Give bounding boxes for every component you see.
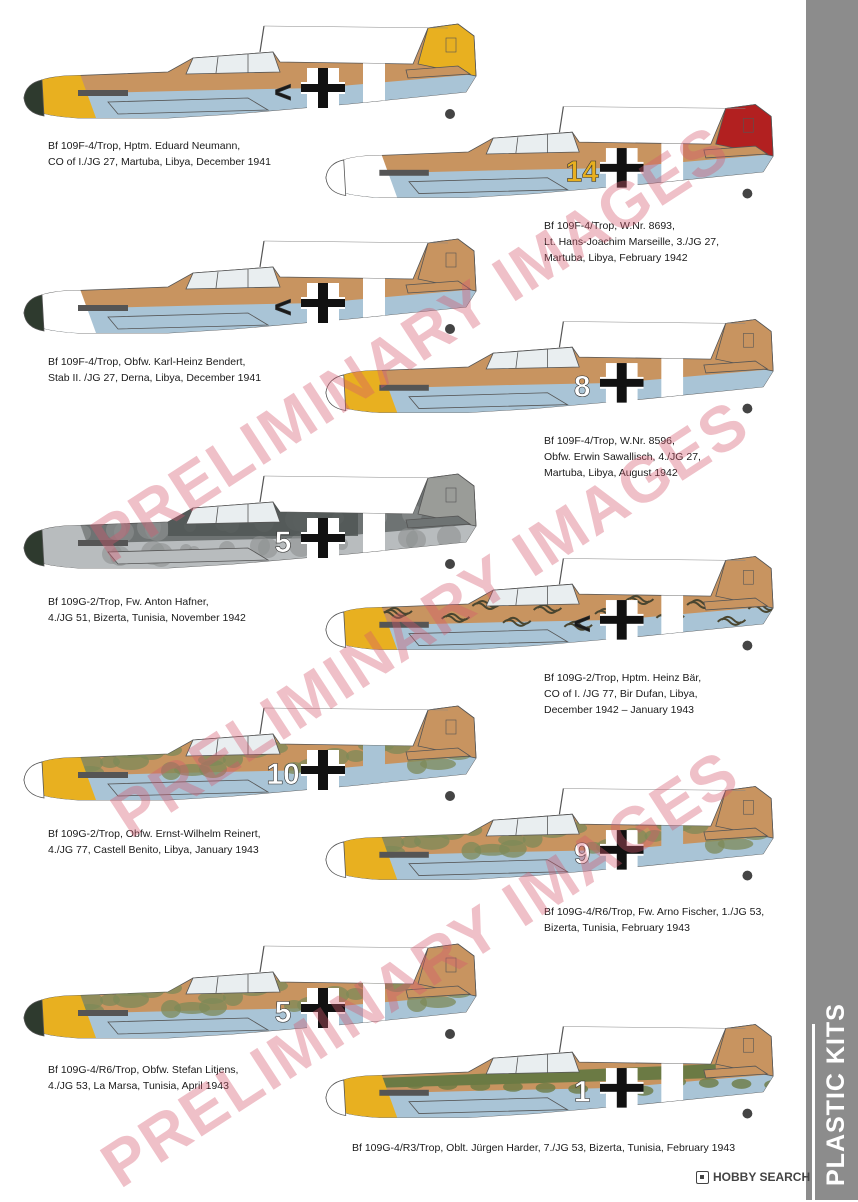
svg-text:<: < <box>574 608 591 641</box>
caption-harder: Bf 109G-4/R3/Trop, Oblt. Jürgen Harder, … <box>352 1140 735 1156</box>
aircraft-profile-bendert: < <box>18 233 488 343</box>
caption-line: Obfw. Erwin Sawallisch, 4./JG 27, <box>544 451 701 463</box>
caption-hafner: Bf 109G-2/Trop, Fw. Anton Hafner, 4./JG … <box>48 594 246 626</box>
svg-text:14: 14 <box>566 156 600 189</box>
caption-litjens: Bf 109G-4/R6/Trop, Obfw. Stefan Litjens,… <box>48 1062 238 1094</box>
caption-line: CO of I. /JG 77, Bir Dufan, Libya, <box>544 688 698 700</box>
footer-credit: HOBBY SEARCH <box>696 1170 810 1184</box>
caption-line: Bizerta, Tunisia, February 1943 <box>544 922 690 934</box>
caption-neumann: Bf 109F-4/Trop, Hptm. Eduard Neumann, CO… <box>48 138 271 170</box>
svg-text:<: < <box>274 76 292 109</box>
caption-line: Bf 109F-4/Trop, W.Nr. 8596, <box>544 435 675 447</box>
svg-text:1: 1 <box>574 1076 591 1109</box>
caption-marseille: Bf 109F-4/Trop, W.Nr. 8693, Lt. Hans-Joa… <box>544 218 719 266</box>
caption-line: Lt. Hans-Joachim Marseille, 3./JG 27, <box>544 236 720 248</box>
caption-line: December 1942 – January 1943 <box>544 704 695 716</box>
caption-line: Bf 109G-4/R6/Trop, Fw. Arno Fischer, 1./… <box>544 906 765 918</box>
aircraft-profile-sawallisch: 8 <box>320 313 785 423</box>
aircraft-profile-reinert: 10 <box>18 700 488 810</box>
caption-line: Bf 109G-2/Trop, Hptm. Heinz Bär, <box>544 672 702 684</box>
caption-line: 4./JG 77, Castell Benito, Libya, January… <box>48 844 259 856</box>
caption-line: Bf 109F-4/Trop, Obfw. Karl-Heinz Bendert… <box>48 356 246 368</box>
aircraft-profile-hafner: 5 <box>18 468 488 578</box>
aircraft-profile-baer: < <box>320 550 785 660</box>
caption-line: Bf 109F-4/Trop, W.Nr. 8693, <box>544 220 675 232</box>
caption-baer: Bf 109G-2/Trop, Hptm. Heinz Bär, CO of I… <box>544 670 701 718</box>
caption-fischer: Bf 109G-4/R6/Trop, Fw. Arno Fischer, 1./… <box>544 904 764 936</box>
svg-text:9: 9 <box>574 838 591 871</box>
caption-bendert: Bf 109F-4/Trop, Obfw. Karl-Heinz Bendert… <box>48 354 261 386</box>
svg-text:<: < <box>274 291 292 324</box>
aircraft-profile-harder: 1 <box>320 1018 785 1128</box>
caption-line: CO of I./JG 27, Martuba, Libya, December… <box>48 156 271 168</box>
brand-sidebar <box>806 0 858 1200</box>
caption-reinert: Bf 109G-2/Trop, Obfw. Ernst-Wilhelm Rein… <box>48 826 261 858</box>
caption-line: Stab II. /JG 27, Derna, Libya, December … <box>48 372 262 384</box>
sidebar-divider <box>812 1024 815 1200</box>
footer-brand: HOBBY SEARCH <box>713 1170 811 1184</box>
caption-line: Martuba, Libya, February 1942 <box>544 252 688 264</box>
caption-line: Bf 109G-2/Trop, Obfw. Ernst-Wilhelm Rein… <box>48 828 261 840</box>
aircraft-profile-marseille: 14 <box>320 98 785 208</box>
caption-line: Bf 109G-4/R3/Trop, Oblt. Jürgen Harder, … <box>352 1142 736 1154</box>
caption-sawallisch: Bf 109F-4/Trop, W.Nr. 8596, Obfw. Erwin … <box>544 433 701 481</box>
caption-line: Bf 109G-4/R6/Trop, Obfw. Stefan Litjens, <box>48 1064 239 1076</box>
sidebar-label: PLASTIC KITS <box>822 1003 850 1186</box>
caption-line: Bf 109G-2/Trop, Fw. Anton Hafner, <box>48 596 209 608</box>
hobby-search-logo-icon <box>696 1170 709 1184</box>
svg-text:5: 5 <box>275 996 292 1029</box>
caption-line: 4./JG 51, Bizerta, Tunisia, November 194… <box>48 612 246 624</box>
aircraft-profile-fischer: 9 <box>320 780 785 890</box>
caption-line: 4./JG 53, La Marsa, Tunisia, April 1943 <box>48 1080 229 1092</box>
caption-line: Martuba, Libya, August 1942 <box>544 467 678 479</box>
aircraft-profile-neumann: < <box>18 18 488 128</box>
svg-text:8: 8 <box>574 371 591 404</box>
caption-line: Bf 109F-4/Trop, Hptm. Eduard Neumann, <box>48 140 241 152</box>
svg-text:10: 10 <box>266 758 299 791</box>
aircraft-profile-litjens: 5 <box>18 938 488 1048</box>
svg-text:5: 5 <box>275 526 292 559</box>
